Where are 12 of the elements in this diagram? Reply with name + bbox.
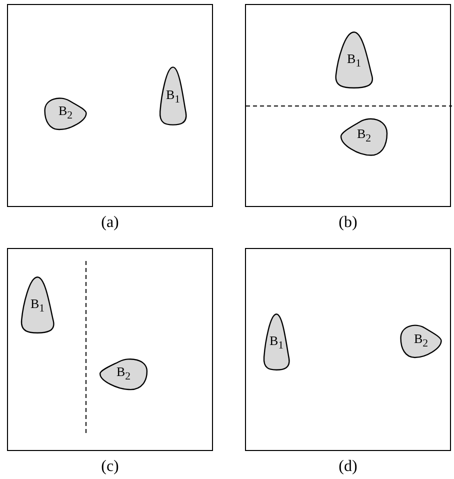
panel-caption: (d) (338, 458, 358, 476)
panel-caption: (a) (100, 214, 120, 232)
region-label: B$_{1}$ (166, 86, 180, 106)
region-label: B$_{2}$ (356, 126, 372, 145)
region-label: B$_{2}$ (58, 103, 73, 122)
region-label: B$_{1}$ (269, 332, 284, 352)
panel-caption: (b) (338, 214, 358, 232)
region-label: B$_{2}$ (116, 364, 131, 382)
panel-caption: (c) (100, 458, 120, 476)
region-label: B$_{1}$ (346, 50, 362, 70)
region-label: B$_{1}$ (30, 296, 45, 314)
region-label: B$_{2}$ (414, 330, 428, 350)
